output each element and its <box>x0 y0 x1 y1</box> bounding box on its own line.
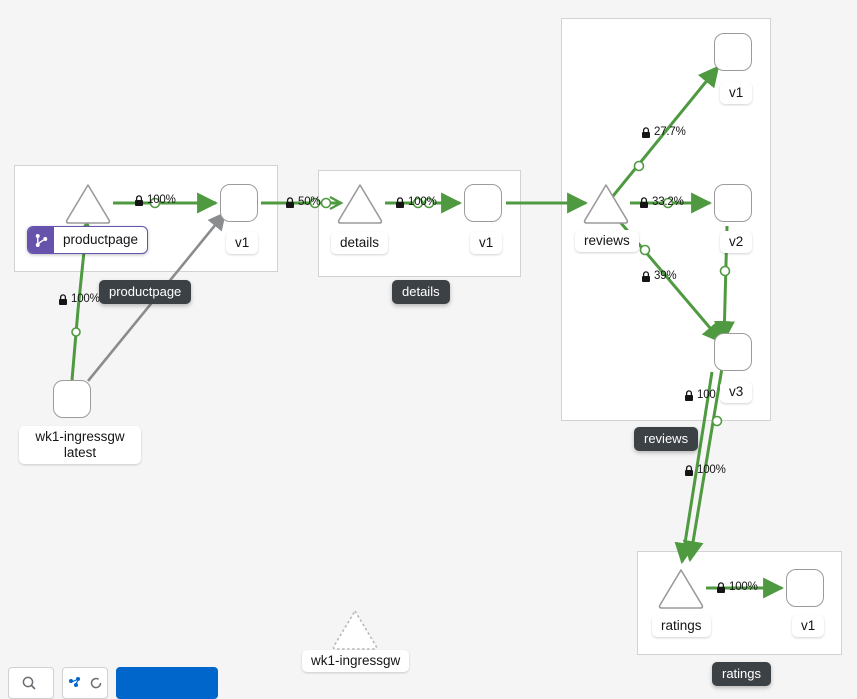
fit-to-screen-button[interactable] <box>62 667 108 699</box>
node-label-reviews-v2[interactable]: v2 <box>720 231 753 253</box>
node-label-text: productpage <box>63 232 139 247</box>
node-label-details-v1[interactable]: v1 <box>470 232 503 254</box>
node-label-productpage-v1[interactable]: v1 <box>226 232 259 254</box>
tooltip-ratings: ratings <box>712 662 772 686</box>
triangle-icon <box>65 184 111 224</box>
triangle-icon <box>583 184 629 224</box>
node-label-productpage[interactable]: productpage <box>27 226 149 254</box>
node-label-reviews[interactable]: reviews <box>575 230 639 252</box>
node-label-ratings[interactable]: ratings <box>652 615 711 637</box>
node-label-details[interactable]: details <box>331 232 389 254</box>
zoom-icon <box>22 676 36 690</box>
node-label-line-2: latest <box>63 445 97 460</box>
node-label-ratings-v1[interactable]: v1 <box>792 615 825 637</box>
edge-label-reviews-v3-to-ratings: 100% <box>684 464 726 477</box>
lock-icon <box>286 196 294 208</box>
tooltip-productpage: productpage <box>99 280 192 304</box>
node-details-v1[interactable] <box>464 184 502 222</box>
triangle-icon <box>332 610 378 650</box>
node-label-reviews-v3[interactable]: v3 <box>720 381 753 403</box>
node-label-reviews-v1[interactable]: v1 <box>720 82 753 104</box>
tooltip-details: details <box>392 280 450 304</box>
node-productpage-v1[interactable] <box>220 184 258 222</box>
edge-rate: 100% <box>71 293 100 305</box>
node-ratings-v1[interactable] <box>786 569 824 607</box>
graph-toolbar[interactable] <box>8 667 218 699</box>
branch-icon <box>35 233 47 247</box>
node-reviews-v2[interactable] <box>714 184 752 222</box>
tooltip-reviews: reviews <box>634 427 699 451</box>
node-reviews-v1[interactable] <box>714 33 752 71</box>
lock-icon <box>685 464 693 476</box>
node-label-line-1: wk1-ingressgw <box>35 429 125 444</box>
primary-action-button[interactable] <box>116 667 218 699</box>
node-label-ingressgw-service[interactable]: wk1-ingressgw <box>302 650 410 672</box>
triangle-icon <box>337 184 383 224</box>
graph-layout-icon <box>69 677 80 687</box>
lock-icon <box>59 293 67 305</box>
refresh-icon <box>90 677 102 689</box>
node-reviews-v3[interactable] <box>714 333 752 371</box>
edge-label-ingressgw-to-productpage: 100% <box>58 293 100 306</box>
virtual-service-icon <box>28 227 54 253</box>
node-ingressgw-workload[interactable] <box>53 380 91 418</box>
triangle-icon <box>658 569 704 609</box>
node-label-ingressgw-workload[interactable]: wk1-ingressgw latest <box>19 426 141 464</box>
zoom-control-button[interactable] <box>8 667 54 699</box>
edge-rate: 100% <box>697 464 726 476</box>
edge-label-productpage-v1-to-details: 50% <box>285 196 321 209</box>
